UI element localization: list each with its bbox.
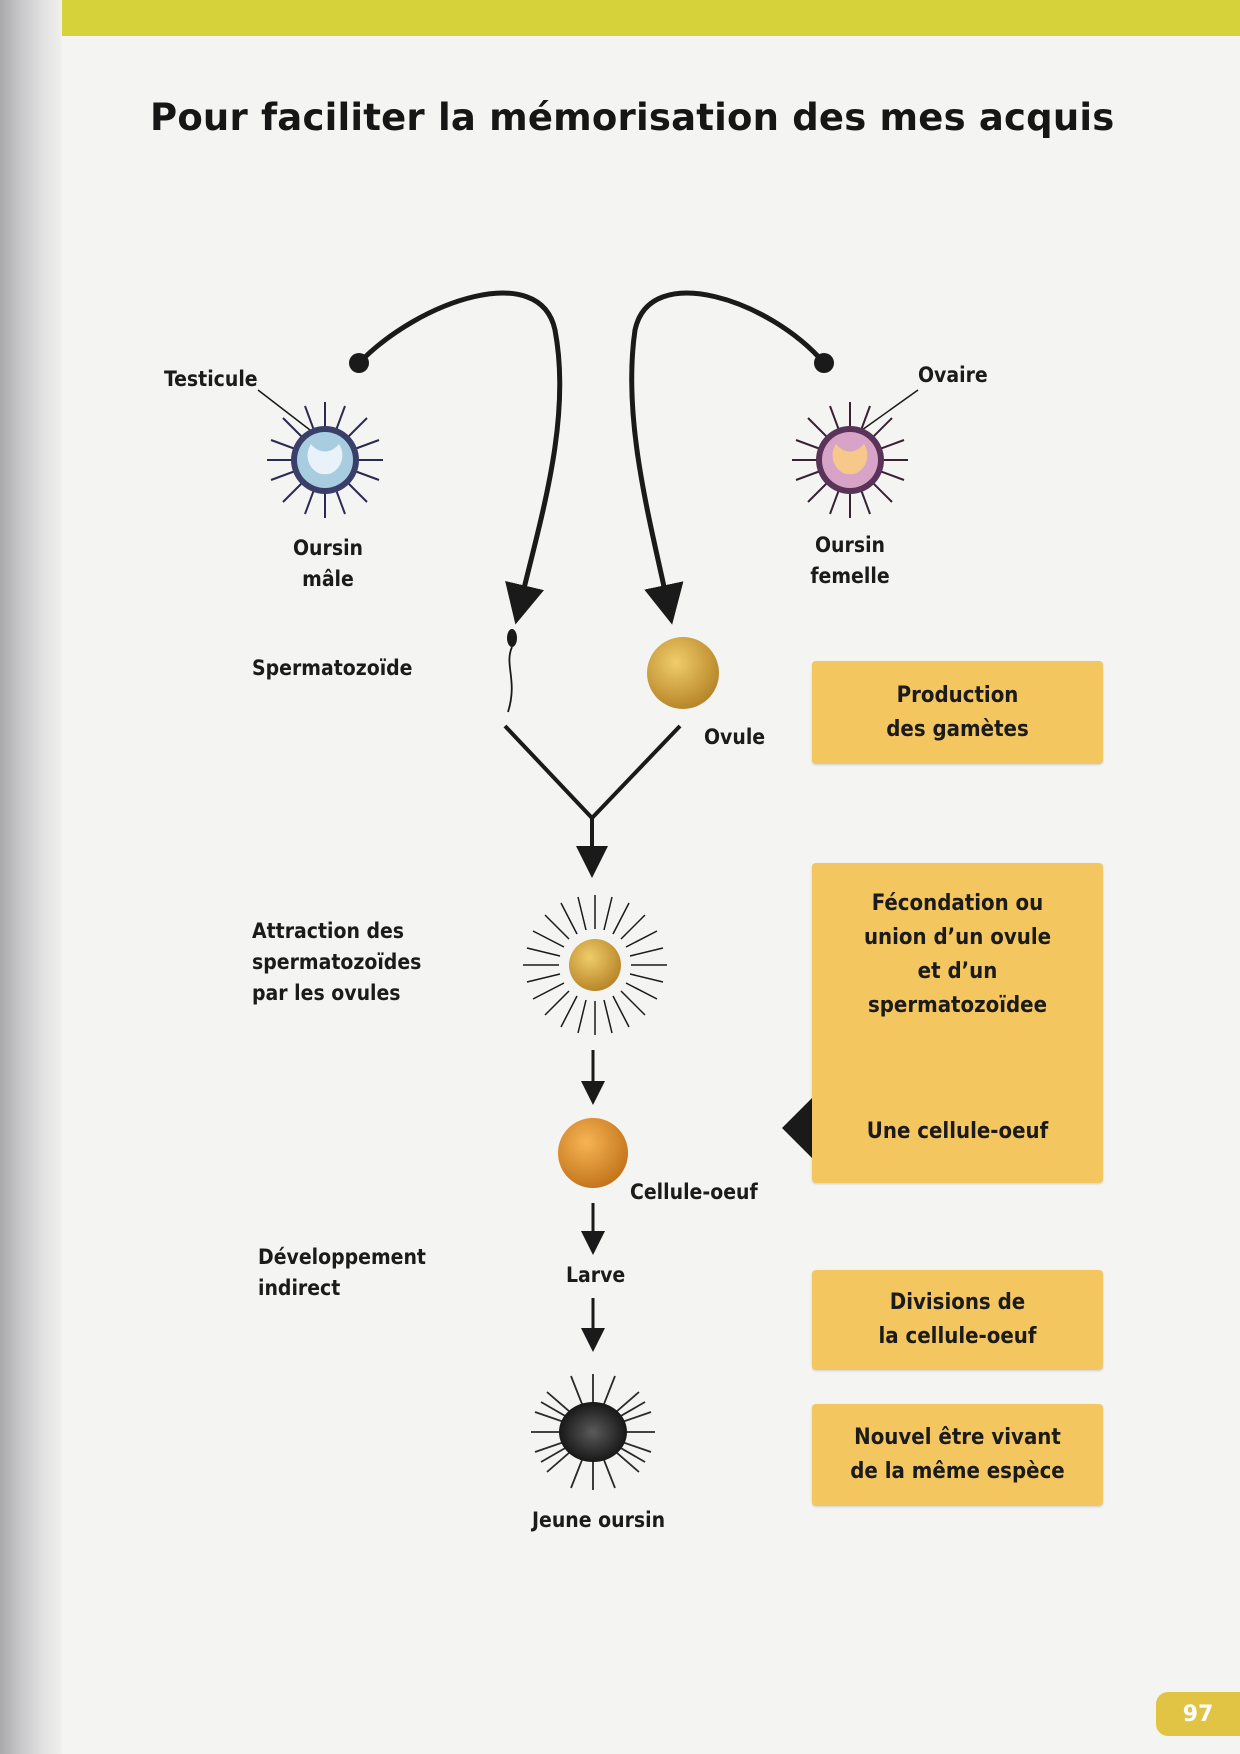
label-developpement-line1: Développement <box>258 1242 426 1273</box>
box-pointer-icon <box>782 1098 812 1158</box>
label-oursin-femelle-line2: femelle <box>790 561 910 592</box>
label-oursin-male-line1: Oursin <box>268 533 388 564</box>
box-divisions-line2: la cellule-oeuf <box>879 1320 1037 1354</box>
box-fecondation: Fécondation ou union d’un ovule et d’un … <box>812 863 1103 1183</box>
box-nouvel-etre: Nouvel être vivant de la même espèce <box>812 1404 1103 1506</box>
label-oursin-male-line2: mâle <box>268 564 388 595</box>
testicule-pointer <box>258 390 310 430</box>
ovule-icon <box>647 637 719 709</box>
label-larve: Larve <box>566 1260 625 1291</box>
label-attraction-line2: spermatozoïdes <box>252 947 421 978</box>
spermatozoid-icon <box>507 629 517 712</box>
attraction-icon <box>523 895 667 1035</box>
box-production-gametes: Production des gamètes <box>812 661 1103 764</box>
label-attraction-line1: Attraction des <box>252 916 421 947</box>
box-fecondation-line3: et d’un <box>918 955 998 989</box>
box-fecondation-line2: union d’un ovule <box>864 921 1051 955</box>
box-production-line2: des gamètes <box>886 713 1029 747</box>
label-developpement-line2: indirect <box>258 1273 426 1304</box>
young-urchin-icon <box>531 1374 655 1490</box>
female-urchin-icon <box>792 402 908 518</box>
male-urchin-icon <box>267 402 383 518</box>
box-cellule-oeuf-result: Une cellule-oeuf <box>867 1115 1048 1149</box>
label-oursin-femelle: Oursin femelle <box>790 530 910 592</box>
box-nouvel-etre-line1: Nouvel être vivant <box>854 1421 1061 1455</box>
label-cellule-oeuf: Cellule-oeuf <box>630 1177 758 1208</box>
box-production-line1: Production <box>897 679 1019 713</box>
label-attraction-line3: par les ovules <box>252 978 421 1009</box>
label-oursin-femelle-line1: Oursin <box>790 530 910 561</box>
label-spermatozoide: Spermatozoïde <box>252 653 413 684</box>
box-fecondation-line1: Fécondation ou <box>872 887 1044 921</box>
fusion-arrow <box>505 726 680 862</box>
label-ovaire: Ovaire <box>918 360 988 391</box>
label-testicule: Testicule <box>164 364 258 395</box>
label-jeune-oursin: Jeune oursin <box>532 1505 665 1536</box>
box-fecondation-line4: spermatozoïdee <box>868 989 1047 1023</box>
box-divisions: Divisions de la cellule-oeuf <box>812 1270 1103 1370</box>
page-number: 97 <box>1156 1692 1240 1736</box>
label-oursin-male: Oursin mâle <box>268 533 388 595</box>
cellule-oeuf-icon <box>558 1118 628 1188</box>
box-nouvel-etre-line2: de la même espèce <box>850 1455 1064 1489</box>
label-ovule: Ovule <box>704 722 765 753</box>
label-attraction: Attraction des spermatozoïdes par les ov… <box>252 916 421 1009</box>
ovaire-pointer <box>862 390 918 430</box>
label-developpement: Développement indirect <box>258 1242 426 1304</box>
box-divisions-line1: Divisions de <box>890 1286 1025 1320</box>
